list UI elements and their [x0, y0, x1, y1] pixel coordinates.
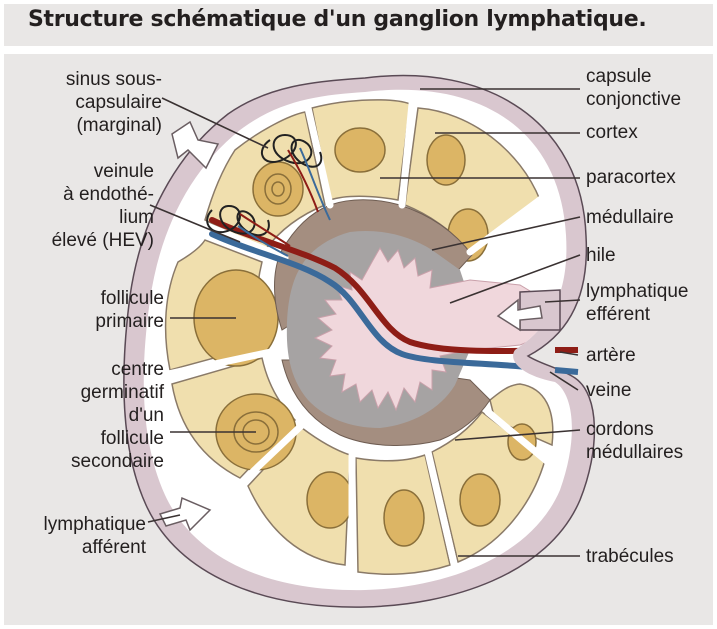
- label-hev-4: élevé (HEV): [52, 230, 154, 251]
- label-afferent-2: afférent: [82, 537, 147, 558]
- label-centre-4: follicule: [101, 428, 164, 449]
- label-veine: veine: [586, 380, 631, 401]
- label-follicule-primaire-1: follicule: [101, 288, 164, 309]
- label-efferent-2: efférent: [586, 304, 651, 325]
- label-sinus-2: capsulaire: [75, 92, 162, 113]
- label-afferent-1: lymphatique: [44, 514, 146, 535]
- label-cordons-2: médullaires: [586, 442, 683, 463]
- label-centre-5: secondaire: [71, 451, 164, 472]
- vein-exit: [555, 370, 578, 372]
- label-capsule-1: capsule: [586, 66, 652, 87]
- label-centre-3: d'un: [129, 405, 164, 426]
- label-trabecules: trabécules: [586, 546, 674, 567]
- label-capsule-2: conjonctive: [586, 89, 681, 110]
- label-hev-2: à endothé-: [63, 184, 154, 205]
- label-hile: hile: [586, 245, 616, 266]
- label-efferent-1: lymphatique: [586, 281, 688, 302]
- label-sinus-3: (marginal): [76, 115, 162, 136]
- label-centre-2: germinatif: [81, 382, 165, 403]
- label-sinus-1: sinus sous-: [66, 69, 162, 90]
- label-medullaire: médullaire: [586, 207, 674, 228]
- label-cordons-1: cordons: [586, 419, 654, 440]
- label-artere: artère: [586, 345, 636, 366]
- label-follicule-primaire-2: primaire: [95, 311, 164, 332]
- label-hev-1: veinule: [94, 161, 154, 182]
- label-hev-3: lium: [119, 207, 154, 228]
- label-centre-1: centre: [111, 359, 164, 380]
- label-cortex: cortex: [586, 122, 638, 143]
- right-labels: capsule conjonctive cortex paracortex mé…: [586, 66, 688, 567]
- label-paracortex: paracortex: [586, 167, 676, 188]
